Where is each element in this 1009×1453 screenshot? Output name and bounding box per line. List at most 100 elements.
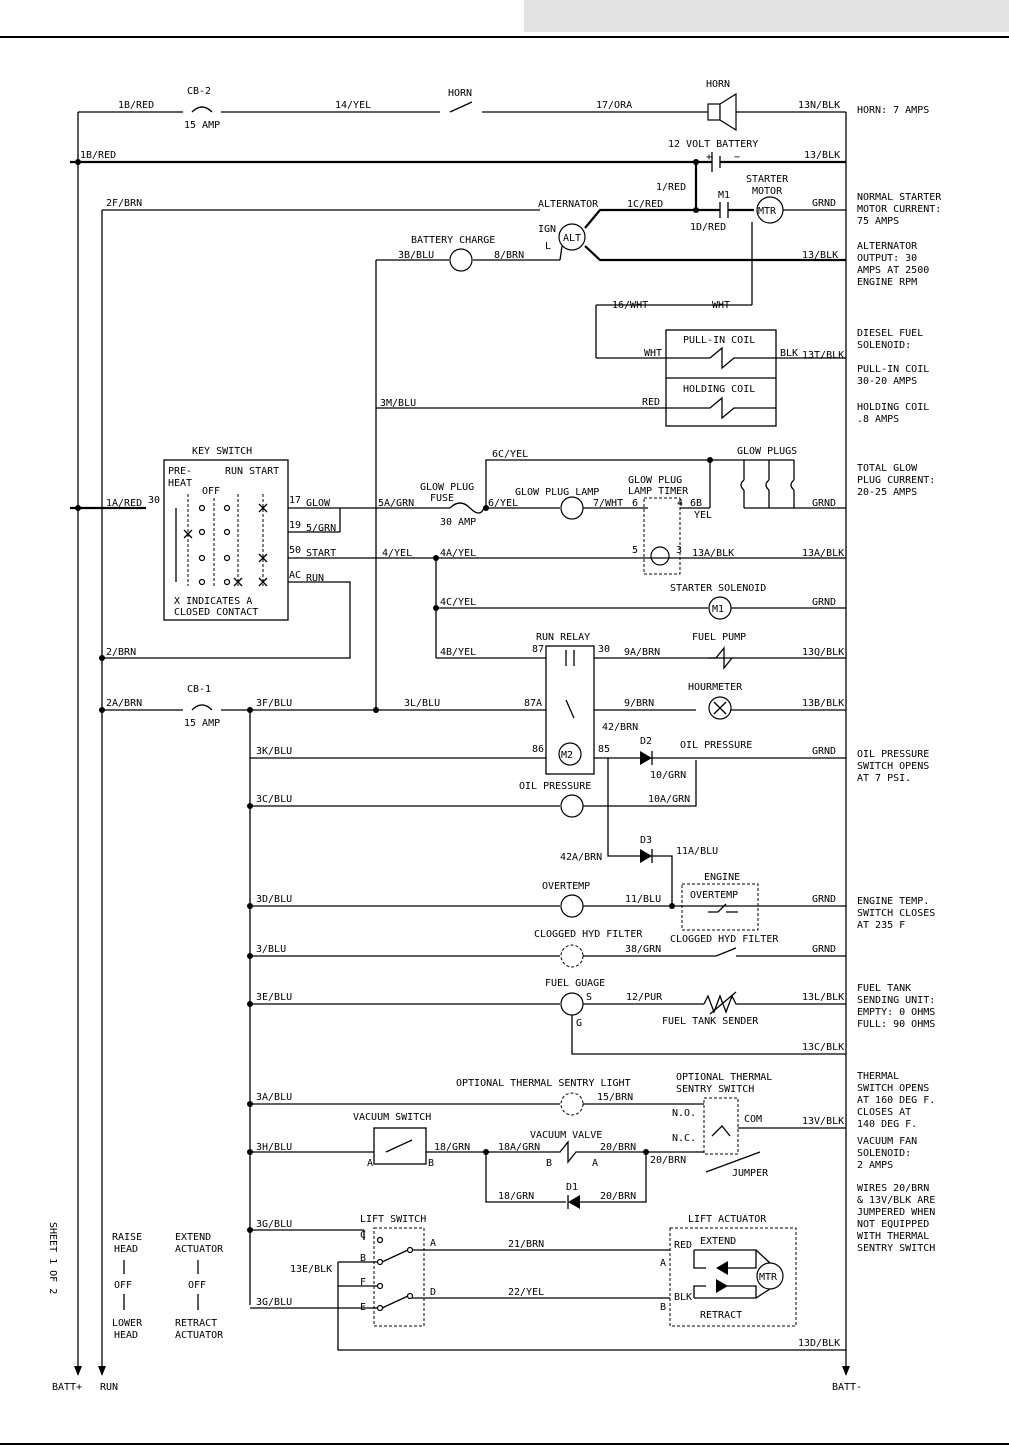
lbl-9a-brn: 9A/BRN: [624, 647, 660, 658]
fuel-tank-sender-symbol: [703, 994, 846, 1014]
lbl-t5: 5: [632, 545, 638, 556]
note-glow-1: TOTAL GLOW: [857, 463, 918, 474]
note-alt-2: OUTPUT: 30: [857, 253, 917, 264]
wire-18-grn-2: [485, 1152, 566, 1203]
lbl-6-yel: 6/YEL: [488, 498, 518, 509]
cb2-breaker: [191, 106, 213, 113]
note-therm-5: 140 DEG F.: [857, 1119, 917, 1130]
lbl-starter-solenoid: STARTER SOLENOID: [670, 583, 766, 594]
junction: [75, 505, 81, 511]
note-eng-2: SWITCH CLOSES: [857, 908, 935, 919]
horn-body: [707, 103, 721, 121]
junction: [75, 159, 81, 165]
battery-minus: −: [734, 152, 740, 163]
note-holding-1: HOLDING COIL: [857, 402, 929, 413]
glow-plug-icons: [740, 460, 795, 508]
lbl-13l-blk: 13L/BLK: [802, 992, 844, 1003]
clogged-filter-lamp-icon: [560, 944, 584, 968]
lbl-3k-blu: 3K/BLU: [256, 746, 292, 757]
lbl-cb1-amp: 15 AMP: [184, 718, 220, 729]
lbl-sheet: SHEET 1 OF 2: [47, 1222, 58, 1294]
key-contacts: [183, 503, 268, 587]
fuel-guage-icon: [560, 992, 584, 1016]
note-oil-1: OIL PRESSURE: [857, 749, 929, 760]
lbl-17-ora: 17/ORA: [596, 100, 632, 111]
lbl-overtemp-2: OVERTEMP: [690, 890, 738, 901]
lbl-glow-plug-lamp: GLOW PLUG LAMP: [515, 487, 599, 498]
lbl-s: S: [586, 992, 592, 1003]
vacuum-valve-symbol: [540, 1140, 646, 1164]
engine-overtemp-box: [681, 883, 759, 931]
lbl-t19: 19: [289, 520, 301, 531]
note-pullin-2: 30-20 AMPS: [857, 376, 917, 387]
lbl-t87: 87: [532, 644, 544, 655]
lbl-t86: 86: [532, 744, 544, 755]
header-rule: [0, 36, 1009, 38]
lbl-1-red: 1/RED: [656, 182, 686, 193]
lbl-3b-blu: 3B/BLU: [398, 250, 434, 261]
lbl-20-brn-3: 20/BRN: [600, 1191, 636, 1202]
lbl-wht: WHT: [712, 300, 730, 311]
note-holding-2: .8 AMPS: [857, 414, 899, 425]
lbl-t6: 6: [632, 498, 638, 509]
oil-pressure-lamp-icon: [560, 794, 584, 818]
lbl-la-blk: BLK: [674, 1292, 692, 1303]
lbl-d3: D3: [640, 835, 652, 846]
lbl-ls-a: A: [430, 1238, 436, 1249]
lbl-x-note-1: X INDICATES A: [174, 596, 252, 607]
lbl-13a-blk-2: 13A/BLK: [802, 548, 844, 559]
lbl-engine: ENGINE: [704, 872, 740, 883]
lbl-22-yel: 22/YEL: [508, 1287, 544, 1298]
note-therm-3: AT 160 DEG F.: [857, 1095, 935, 1106]
horn-icon: [719, 92, 737, 132]
diode-d3-icon: [640, 849, 652, 863]
junction: [247, 1101, 253, 1107]
lbl-38-grn: 38/GRN: [625, 944, 661, 955]
lbl-run: RUN: [306, 573, 324, 584]
lbl-3g-blu-2: 3G/BLU: [256, 1297, 292, 1308]
junction: [247, 1001, 253, 1007]
run-relay-coil-icon: [558, 742, 582, 766]
lbl-vacuum-switch: VACUUM SWITCH: [353, 1112, 431, 1123]
lbl-t4: 4: [677, 498, 683, 509]
lbl-cb2-amp: 15 AMP: [184, 120, 220, 131]
lbl-12-pur: 12/PUR: [626, 992, 663, 1003]
wire-20-brn-3: [580, 1152, 647, 1203]
lbl-5a-grn: 5A/GRN: [378, 498, 414, 509]
lbl-extend: EXTEND: [700, 1236, 736, 1247]
lbl-t50: 50: [289, 545, 301, 556]
wire-6c-yel: [485, 459, 711, 508]
lbl-m2: M2: [561, 750, 573, 761]
lbl-run-start: RUN START: [225, 466, 279, 477]
lbl-grnd-6: GRND: [812, 944, 836, 955]
lbl-b: B: [428, 1158, 434, 1169]
lbl-3a-blu: 3A/BLU: [256, 1092, 292, 1103]
lbl-m1-b: M1: [712, 604, 724, 615]
note-fuel-3: EMPTY: 0 OHMS: [857, 1007, 935, 1018]
wire-13d-blk: [337, 1262, 846, 1351]
lbl-holding-coil: HOLDING COIL: [683, 384, 755, 395]
thermal-sentry-lamp-icon: [560, 1092, 584, 1116]
lbl-grnd-5: GRND: [812, 894, 836, 905]
lbl-mtr-2: MTR: [759, 1272, 778, 1283]
jumper-arrow: [705, 1151, 761, 1173]
overtemp-lamp-icon: [560, 894, 584, 918]
lbl-ls-d: D: [430, 1287, 436, 1298]
lbl-20-brn-2: 20/BRN: [650, 1155, 686, 1166]
lbl-13-blk: 13/BLK: [804, 150, 840, 161]
glow-plug-lamp-icon: [560, 496, 584, 520]
vacuum-switch-box: [373, 1127, 427, 1165]
lbl-cb2: CB-2: [187, 86, 211, 97]
lbl-opt-switch-1: OPTIONAL THERMAL: [676, 1072, 772, 1083]
lbl-3f-blu: 3F/BLU: [256, 698, 292, 709]
lbl-3l-blu: 3L/BLU: [404, 698, 440, 709]
lbl-13a-blk: 13A/BLK: [692, 548, 734, 559]
junction: [99, 655, 105, 661]
lbl-fuel-guage: FUEL GUAGE: [545, 978, 605, 989]
lbl-pull-in-coil: PULL-IN COIL: [683, 335, 755, 346]
lbl-horn: HORN: [706, 79, 730, 90]
batt-plus-arrow: [74, 1366, 82, 1376]
lbl-1c-red: 1C/RED: [627, 199, 663, 210]
run-arrow: [98, 1366, 106, 1376]
